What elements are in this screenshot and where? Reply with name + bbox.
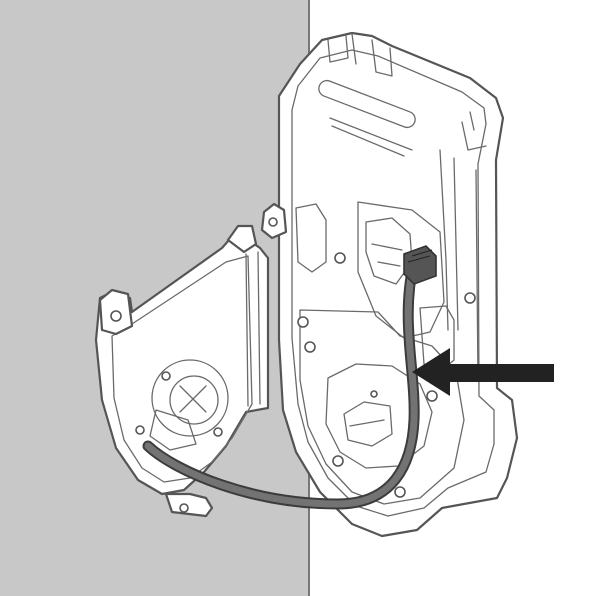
spindle-edge: [349, 419, 385, 427]
right-lower-bracket: [419, 305, 455, 373]
exterior-plate: [94, 224, 270, 518]
left-ear-hole: [110, 310, 122, 322]
screw-hole: [464, 292, 476, 304]
left-bracket: [295, 203, 327, 273]
spindle-boss: [325, 363, 433, 469]
connector-pocket: [357, 201, 445, 339]
side-ridges: [439, 149, 479, 381]
exterior-plate-hinge-tab: [226, 224, 258, 254]
hub-screw: [213, 427, 223, 437]
hub-lug: [149, 409, 197, 451]
slot-ribs: [329, 117, 413, 157]
screw-hole: [304, 341, 316, 353]
connector-plug: [403, 245, 437, 285]
pointer-arrow: [412, 348, 554, 396]
screw-holes: [297, 252, 476, 498]
mounting-plate-rim: [291, 49, 495, 517]
hub-ring: [151, 359, 229, 437]
exterior-plate-edge-strip: [245, 251, 261, 407]
screw-hole: [370, 390, 378, 398]
hub-cross: [179, 385, 207, 413]
mounting-plate-assembly: [260, 31, 519, 538]
exterior-plate-bottom-tab: [164, 492, 214, 518]
arrow-left-icon: [412, 348, 554, 396]
screw-hole: [334, 252, 346, 264]
screw-hole: [297, 316, 309, 328]
top-latch-tabs: [327, 33, 487, 151]
connection-cable: [142, 256, 420, 510]
mounting-plate-outline: [277, 31, 519, 538]
spindle-slot: [343, 401, 393, 447]
screw-hole: [426, 390, 438, 402]
bottom-tab-hole: [179, 503, 189, 513]
hub-screw: [135, 425, 145, 435]
cable: [144, 258, 418, 508]
exterior-hub: [135, 359, 229, 451]
hub-inner-ring: [169, 375, 219, 425]
exterior-plate-rim: [111, 255, 253, 483]
mounting-slot: [318, 79, 416, 129]
connector-ridges: [407, 249, 433, 263]
screw-hole: [332, 455, 344, 467]
cable-connector: [403, 245, 437, 285]
screw-hole: [394, 486, 406, 498]
ear-tab-hole: [268, 217, 278, 227]
hub-screw: [161, 371, 171, 381]
